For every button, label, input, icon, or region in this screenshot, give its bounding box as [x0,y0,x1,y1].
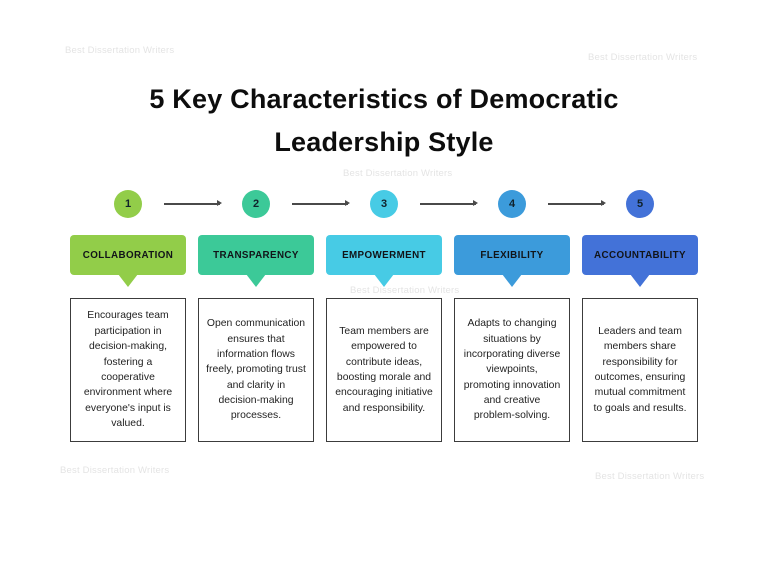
step-label-bubble-transparency: TRANSPARENCY [198,235,314,275]
watermark-text: Best Dissertation Writers [343,168,453,179]
step-number: 1 [124,198,132,210]
step-label-bubble-flexibility: FLEXIBILITY [454,235,570,275]
step-number-circle-5: 5 [626,190,654,218]
page-title: 5 Key Characteristics of Democratic Lead… [0,78,768,164]
page-title-line1: 5 Key Characteristics of Democratic [149,84,619,114]
step-number: 4 [508,198,516,210]
step-description-card-transparency: Open communication ensures that informat… [198,298,314,442]
step-description-row: Encourages team participation in decisio… [70,298,698,442]
step-label: TRANSPARENCY [213,249,299,261]
step-number: 2 [252,198,260,210]
step-number-circle-4: 4 [498,190,526,218]
step-description: Leaders and team members share responsib… [593,325,687,414]
step-label: EMPOWERMENT [342,249,426,261]
step-description: Encourages team participation in decisio… [83,310,173,430]
step-number: 5 [636,198,644,210]
step-number-circle-1: 1 [114,190,142,218]
step-label: COLLABORATION [82,249,174,261]
step-description: Adapts to changing situations by incorpo… [463,318,561,422]
step-label: ACCOUNTABILITY [594,249,686,261]
step-label: FLEXIBILITY [480,249,544,261]
step-description-card-accountability: Leaders and team members share responsib… [582,298,698,442]
step-number: 3 [380,198,388,210]
right-arrow-icon [420,201,478,206]
step-number-circle-2: 2 [242,190,270,218]
right-arrow-icon [548,201,606,206]
watermark-text: Best Dissertation Writers [350,285,460,296]
step-label-bubble-accountability: ACCOUNTABILITY [582,235,698,275]
page-title-line2: Leadership Style [274,127,494,157]
step-description: Team members are empowered to contribute… [335,325,433,414]
watermark-text: Best Dissertation Writers [595,471,705,482]
step-description-card-flexibility: Adapts to changing situations by incorpo… [454,298,570,442]
watermark-text: Best Dissertation Writers [588,52,698,63]
right-arrow-icon [164,201,222,206]
step-description-card-collaboration: Encourages team participation in decisio… [70,298,186,442]
right-arrow-icon [292,201,350,206]
watermark-text: Best Dissertation Writers [60,465,170,476]
step-description-card-empowerment: Team members are empowered to contribute… [326,298,442,442]
step-number-circle-3: 3 [370,190,398,218]
step-label-row: COLLABORATION TRANSPARENCY EMPOWERMENT F… [70,235,698,275]
watermark-text: Best Dissertation Writers [65,45,175,56]
step-number-row: 1 2 3 4 5 [70,190,698,218]
step-label-bubble-empowerment: EMPOWERMENT [326,235,442,275]
step-description: Open communication ensures that informat… [206,318,306,422]
step-label-bubble-collaboration: COLLABORATION [70,235,186,275]
